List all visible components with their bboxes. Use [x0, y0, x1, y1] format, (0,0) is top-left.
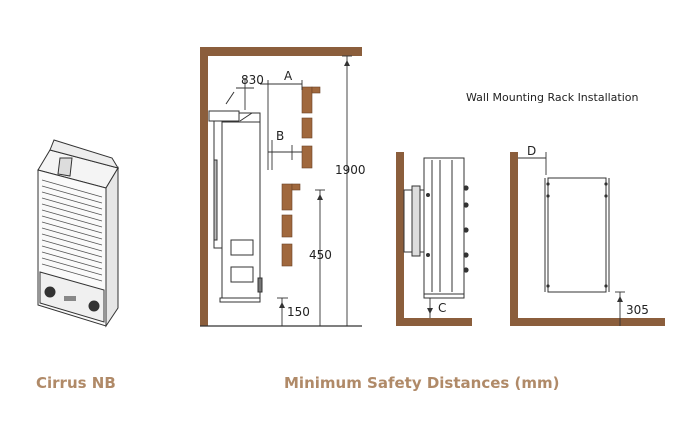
- dim-1900-label: 1900: [335, 163, 366, 177]
- safety-distances-title: Minimum Safety Distances (mm): [284, 374, 560, 392]
- main-wall-diagram: 830 A B 1900 450 150: [200, 47, 366, 327]
- dim-450-label: 450: [309, 248, 332, 262]
- heater-illustration: [37, 139, 120, 328]
- dim-a-label: A: [284, 69, 293, 83]
- rack-front-diagram: Wall Mounting Rack Installation D 305: [466, 91, 665, 326]
- dim-150-label: 150: [287, 305, 310, 319]
- panel-title: Wall Mounting Rack Installation: [466, 91, 639, 104]
- wall-section: [396, 152, 472, 326]
- dim-c-label: C: [438, 301, 446, 315]
- dim-b-label: B: [276, 129, 284, 143]
- dim-830-label: 830: [241, 73, 264, 87]
- dim-305-label: 305: [626, 303, 649, 317]
- dim-d-label: D: [527, 144, 536, 158]
- rack-side-diagram: C: [396, 152, 472, 326]
- product-name-caption: Cirrus NB: [36, 374, 116, 392]
